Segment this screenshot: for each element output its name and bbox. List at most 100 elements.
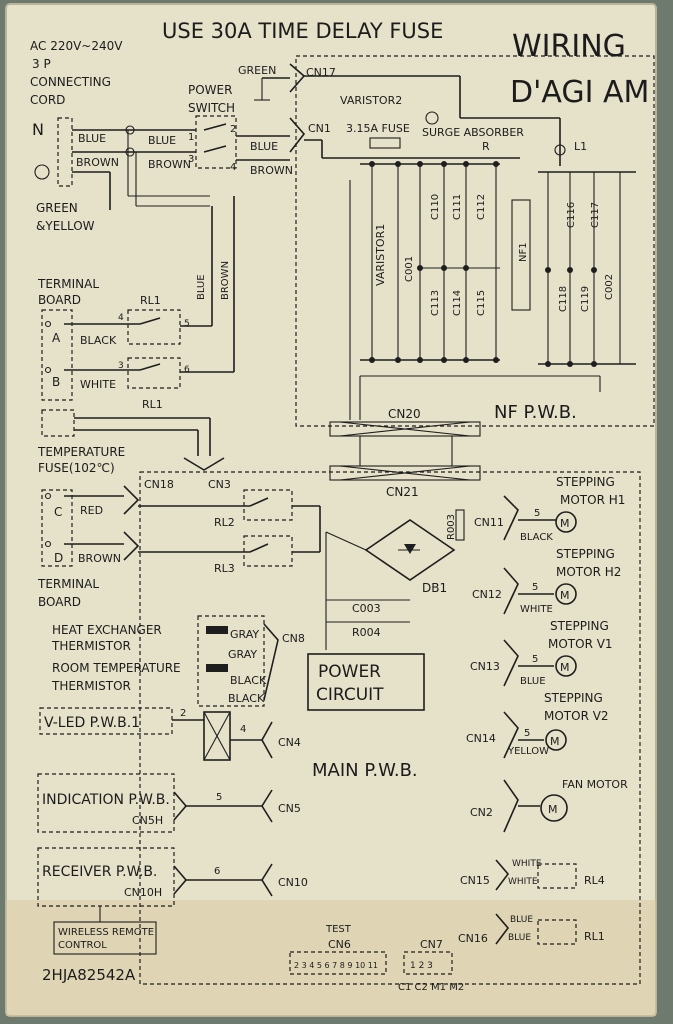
- rl1-top-label: RL1: [140, 294, 161, 307]
- c115-label: C115: [476, 290, 487, 316]
- cn14-label: CN14: [466, 732, 496, 745]
- nf1-choke: [511, 199, 531, 311]
- cord-block: [57, 117, 73, 187]
- motor-h1-symbol: M: [560, 517, 570, 530]
- motor-h1-label-2: MOTOR H1: [560, 493, 625, 507]
- motor-v2-wire-count: 5: [524, 728, 530, 739]
- c118-label: C118: [558, 286, 569, 312]
- relay-rl1-b: [127, 357, 181, 389]
- power-circuit-label-2: CIRCUIT: [316, 685, 384, 705]
- motor-v2-label-2: MOTOR V2: [544, 709, 609, 723]
- cn16-connector: [495, 913, 510, 945]
- cn1-wire-brown: BROWN: [250, 164, 293, 177]
- c114-label: C114: [452, 290, 463, 316]
- cn21-label: CN21: [386, 485, 419, 499]
- motor-h2-label: STEPPING: [556, 547, 615, 561]
- nf1-label: NF1: [518, 242, 529, 262]
- fuse-label: 3.15A FUSE: [346, 122, 410, 135]
- cn3-connector: [183, 457, 225, 471]
- cn1-connector: [289, 117, 306, 153]
- c111-label: C111: [452, 194, 463, 220]
- varistor1-label: VARISTOR1: [374, 224, 387, 286]
- terminal-screw-a: [44, 320, 52, 328]
- switch-wire-blue: BLUE: [148, 134, 176, 147]
- vled-board-label: V-LED P.W.B.1: [44, 715, 140, 731]
- power-switch-label: POWER: [188, 83, 232, 97]
- terminal-screw-d: [44, 540, 52, 548]
- cn17-label: CN17: [306, 66, 336, 79]
- cn1-wire-blue: BLUE: [250, 140, 278, 153]
- cn4-label: CN4: [278, 736, 301, 749]
- heat-exchanger-thermistor-label-2: THERMISTOR: [51, 639, 131, 653]
- room-thermistor-label: ROOM TEMPERATURE: [52, 661, 181, 675]
- cn13-connector: [503, 639, 519, 687]
- r003-resistor: [455, 509, 465, 541]
- cn3-label: CN3: [208, 478, 231, 491]
- relay-rl2: [243, 489, 293, 521]
- cn10h-label: CN10H: [124, 886, 162, 899]
- stepping-motor-v1: [555, 655, 577, 677]
- terminal-b-wire: WHITE: [80, 378, 116, 391]
- terminal-board-2: [41, 489, 73, 567]
- temp-fuse-label: TEMPERATURE: [37, 445, 125, 459]
- capacitor-bank-right: [545, 267, 597, 367]
- indication-board-label: INDICATION P.W.B.: [42, 792, 170, 808]
- cn10-wire-count: 6: [214, 866, 220, 877]
- cn11-connector: [503, 495, 519, 541]
- room-thermistor: [206, 664, 228, 672]
- rl2-label: RL2: [214, 516, 235, 529]
- cn4-connector: [261, 721, 273, 759]
- rl1-pin-3: 3: [118, 361, 124, 371]
- cn14-connector: [503, 711, 519, 759]
- c119-label: C119: [580, 286, 591, 312]
- switch-pin-3: 3: [188, 154, 194, 165]
- rl1-pin-4: 4: [118, 313, 124, 323]
- terminal-board-1: [41, 309, 73, 401]
- power-circuit-label: POWER: [318, 662, 381, 682]
- cn2-label: CN2: [470, 806, 493, 819]
- terminal-board-2-label: TERMINAL: [37, 577, 99, 591]
- r004-label: R004: [352, 626, 381, 639]
- rl1-vertical-blue: BLUE: [196, 274, 207, 300]
- cn16-label: CN16: [458, 932, 488, 945]
- cn20-connector: [329, 421, 481, 437]
- cn1-label: CN1: [308, 122, 331, 135]
- power-switch-label-2: SWITCH: [188, 101, 235, 115]
- rl1-bottom-label: RL1: [142, 398, 163, 411]
- power-circuit-block: [307, 653, 425, 711]
- heat-exchanger-thermistor: [206, 626, 228, 634]
- wireless-remote-label: WIRELESS REMOTE: [58, 927, 154, 938]
- input-wire-blue: BLUE: [78, 132, 106, 145]
- fan-motor-label: FAN MOTOR: [562, 778, 628, 791]
- indication-board: [37, 773, 175, 833]
- resistor-r-label: R: [482, 140, 490, 153]
- motor-v1-wire-count: 5: [532, 654, 538, 665]
- fuse-symbol: [369, 137, 401, 149]
- terminal-c: C: [54, 505, 62, 519]
- diagram-title-line2: D'AGI AM: [510, 75, 649, 110]
- c001-label: C001: [404, 256, 415, 282]
- cn7-label: CN7: [420, 938, 443, 951]
- motor-h1-wire-count: 5: [534, 508, 540, 519]
- cn6-pins: 2 3 4 5 6 7 8 9 10 11: [294, 961, 378, 970]
- motor-v1-wire-color: BLUE: [520, 676, 546, 687]
- c110-label: C110: [430, 194, 441, 220]
- rl4-wire-1: WHITE: [512, 859, 542, 869]
- cn5h-label: CN5H: [132, 814, 163, 827]
- rl3-label: RL3: [214, 562, 235, 575]
- cn6-label: CN6: [328, 938, 351, 951]
- supply-voltage: AC 220V~240V: [30, 39, 123, 53]
- nf-board-label: NF P.W.B.: [494, 402, 577, 423]
- rl1-right-label: RL1: [584, 930, 605, 943]
- part-number: 2HJA82542A: [42, 966, 136, 984]
- cord-label-2: CONNECTING: [30, 75, 111, 89]
- cn10-label: CN10: [278, 876, 308, 889]
- rl1-pin-5: 5: [184, 319, 190, 329]
- motor-h2-label-2: MOTOR H2: [556, 565, 621, 579]
- l1-coil: [554, 144, 566, 156]
- terminal-a-wire: BLACK: [80, 334, 117, 347]
- terminal-c-wire: RED: [80, 504, 103, 517]
- thermistor-wire-black-1: BLACK: [230, 674, 267, 687]
- db1-label: DB1: [422, 581, 447, 595]
- junction-terminal-2: [125, 147, 135, 157]
